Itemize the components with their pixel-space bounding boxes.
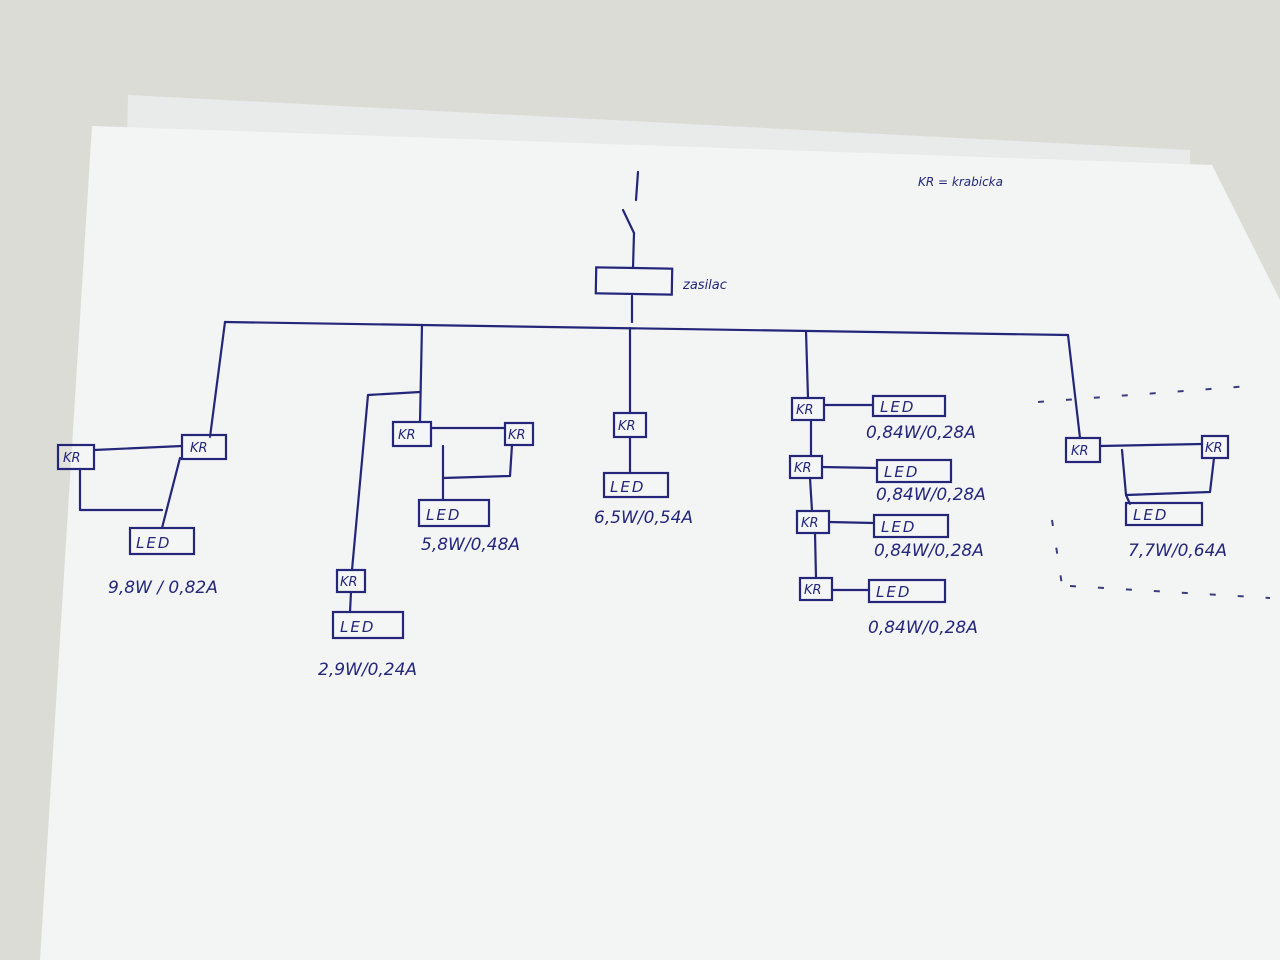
led-box (128, 526, 196, 556)
kr-label: KR (794, 461, 812, 476)
dashed-outline-left (1051, 519, 1063, 586)
legend-note: KR = krabicka (918, 175, 1003, 189)
led-box (1124, 501, 1204, 527)
led-label: LED (876, 583, 911, 601)
led-label: LED (1133, 506, 1168, 524)
power-supply-label: zasilac (682, 278, 727, 293)
main-bus (223, 320, 1070, 337)
kr-box (56, 443, 96, 471)
kr-box (790, 396, 826, 422)
kr-label: KR (796, 403, 814, 418)
kr-label: KR (190, 441, 208, 456)
kr-box (391, 420, 433, 448)
led-label: LED (880, 398, 915, 416)
led-label: LED (426, 506, 461, 524)
branch-1-value: 9,8W / 0,82A (108, 578, 218, 598)
kr-label: KR (1205, 441, 1223, 456)
kr-label: KR (398, 428, 416, 443)
branch-4-value-3: 0,84W/0,28A (874, 541, 984, 561)
kr-label: KR (804, 583, 822, 598)
led-label: LED (610, 478, 645, 496)
kr-label: KR (801, 516, 819, 531)
led-box (417, 498, 491, 528)
led-box (871, 394, 947, 418)
branch-5: KR KR LED 7,7W/0,64A (1037, 333, 1271, 599)
led-label: LED (884, 463, 919, 481)
kr-label: KR (508, 428, 526, 443)
kr-label: KR (340, 575, 358, 590)
kr-label: KR (63, 451, 81, 466)
branch-4-value-2: 0,84W/0,28A (876, 485, 986, 505)
branch-3: KR LED 6,5W/0,54A (594, 326, 693, 528)
dashed-outline-bottom (1069, 585, 1271, 599)
kr-label: KR (618, 419, 636, 434)
branch-4-value-4: 0,84W/0,28A (868, 618, 978, 638)
led-label: LED (881, 518, 916, 536)
branch-2a-value: 5,8W/0,48A (421, 535, 520, 555)
led-box (875, 458, 953, 484)
led-label: LED (340, 618, 375, 636)
branch-2: KR KR LED 5,8W/0,48A KR LED 2,9W/0,24A (318, 323, 535, 680)
branch-1: KR KR LED 9,8W / 0,82A (56, 320, 228, 598)
kr-box (1064, 436, 1102, 464)
paper-sheet-front (40, 126, 1280, 960)
kr-box (503, 421, 535, 447)
branch-4: KR LED 0,84W/0,28A KR LED 0,84W/0,28A KR… (788, 329, 986, 638)
branch-4-value-1: 0,84W/0,28A (866, 423, 976, 443)
branch-2b-value: 2,9W/0,24A (318, 660, 417, 680)
power-supply: zasilac (594, 266, 727, 296)
kr-box (180, 433, 228, 461)
branch-5-value: 7,7W/0,64A (1128, 541, 1227, 561)
led-box (602, 471, 670, 499)
branch-3-value: 6,5W/0,54A (594, 508, 693, 528)
kr-label: KR (1071, 444, 1089, 459)
led-label: LED (136, 534, 171, 552)
led-box (872, 513, 950, 539)
led-box (867, 578, 947, 604)
led-box (331, 610, 405, 640)
main-switch (621, 170, 640, 270)
